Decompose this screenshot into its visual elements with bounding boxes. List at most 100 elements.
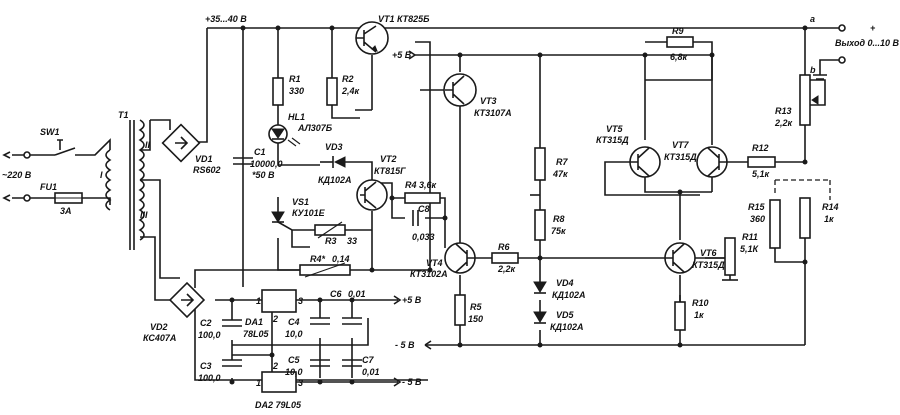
output-plus-label: +	[870, 23, 876, 33]
svg-text:R4 3,6к: R4 3,6к	[405, 180, 437, 190]
svg-text:33: 33	[347, 236, 357, 246]
svg-text:47к: 47к	[552, 169, 568, 179]
regulator-da2	[261, 371, 297, 393]
diode-vd5	[533, 311, 547, 324]
svg-text:R1: R1	[289, 74, 301, 84]
svg-text:II: II	[145, 140, 151, 150]
svg-text:2,2к: 2,2к	[497, 264, 516, 274]
thyristor-vs1	[271, 211, 285, 223]
junction-dots	[229, 25, 808, 385]
transistor-vt1	[355, 21, 389, 55]
resistor-r10	[674, 301, 686, 331]
svg-text:75к: 75к	[551, 226, 566, 236]
svg-text:АЛ307Б: АЛ307Б	[297, 123, 333, 133]
svg-text:КТ815Г: КТ815Г	[374, 166, 406, 176]
svg-text:R13: R13	[775, 106, 792, 116]
resistor-r12	[747, 156, 776, 168]
transistor-vt2	[356, 179, 388, 211]
svg-text:2: 2	[272, 361, 278, 371]
svg-text:VS1: VS1	[292, 197, 309, 207]
svg-text:C1: C1	[254, 147, 266, 157]
diode-vd4	[533, 281, 547, 294]
svg-text:78L05: 78L05	[243, 329, 270, 339]
bridge-vd1	[161, 123, 201, 163]
fuse-fu1	[54, 192, 83, 204]
resistor-r11	[722, 237, 738, 281]
svg-text:R12: R12	[752, 143, 769, 153]
svg-text:2,2к: 2,2к	[774, 118, 793, 128]
resistor-r4-star	[299, 262, 351, 278]
resistor-r7	[534, 147, 546, 181]
svg-text:VT3: VT3	[480, 96, 497, 106]
output-b-label: b	[810, 65, 816, 75]
transistor-vt4	[444, 242, 476, 274]
capacitor-c7	[342, 359, 362, 367]
potentiometer-r13	[799, 74, 819, 126]
mains-input	[2, 151, 31, 202]
svg-text:0,033: 0,033	[412, 232, 435, 242]
capacitor-c1	[233, 157, 253, 165]
svg-text:VT7: VT7	[672, 140, 690, 150]
svg-text:0,01: 0,01	[362, 367, 380, 377]
resistor-r15	[769, 199, 781, 249]
capacitor-c5	[310, 359, 330, 367]
svg-text:КТ315Д: КТ315Д	[596, 135, 629, 145]
svg-text:VT2: VT2	[380, 154, 397, 164]
minus5-label-bottom: - 5 В	[402, 377, 422, 387]
capacitor-c8	[412, 210, 419, 226]
svg-text:6,8к: 6,8к	[670, 52, 688, 62]
svg-text:1: 1	[256, 296, 261, 306]
resistor-r1	[272, 77, 284, 106]
svg-text:VD3: VD3	[325, 142, 343, 152]
svg-text:C7: C7	[362, 355, 374, 365]
svg-text:100,0: 100,0	[198, 330, 221, 340]
svg-text:0,14: 0,14	[332, 254, 350, 264]
svg-text:10000,0: 10000,0	[250, 159, 283, 169]
svg-text:5,1К: 5,1К	[740, 244, 760, 254]
svg-text:RS602: RS602	[193, 165, 221, 175]
supply-label: +35...40 В	[205, 14, 247, 24]
svg-text:VD5: VD5	[556, 310, 575, 320]
svg-text:1к: 1к	[824, 214, 834, 224]
svg-text:2: 2	[272, 314, 278, 324]
svg-text:R15: R15	[748, 202, 766, 212]
svg-text:R5: R5	[470, 302, 482, 312]
svg-text:R11: R11	[742, 232, 758, 242]
svg-text:2,4к: 2,4к	[341, 86, 360, 96]
svg-text:DA2 79L05: DA2 79L05	[255, 400, 302, 410]
svg-text:R6: R6	[498, 242, 510, 252]
labels: +35...40 В +5 В +5 В - 5 В - 5 В ~220 В …	[2, 14, 900, 410]
svg-text:C2: C2	[200, 318, 212, 328]
svg-text:3А: 3А	[60, 206, 72, 216]
svg-text:VD4: VD4	[556, 278, 574, 288]
bridge-vd2	[168, 281, 206, 319]
svg-text:3: 3	[298, 378, 303, 388]
svg-text:150: 150	[468, 314, 483, 324]
resistor-r5	[454, 294, 466, 326]
svg-text:VD2: VD2	[150, 322, 168, 332]
capacitor-c6	[342, 317, 362, 325]
svg-text:R7: R7	[556, 157, 568, 167]
resistor-r3	[314, 221, 346, 239]
output-terminals	[813, 24, 846, 80]
svg-text:VT5: VT5	[606, 124, 624, 134]
svg-text:R3: R3	[325, 236, 337, 246]
svg-text:VD1: VD1	[195, 154, 213, 164]
svg-text:C6: C6	[330, 289, 342, 299]
svg-text:360: 360	[750, 214, 765, 224]
svg-text:R10: R10	[692, 298, 709, 308]
svg-text:T1: T1	[118, 110, 129, 120]
svg-text:КТ315Д: КТ315Д	[664, 152, 697, 162]
svg-text:1к: 1к	[694, 310, 704, 320]
svg-text:R4*: R4*	[310, 254, 326, 264]
svg-text:VT4: VT4	[426, 258, 443, 268]
resistor-r8	[534, 209, 546, 241]
plus5-label-bottom: +5 В	[402, 295, 422, 305]
svg-text:C5: C5	[288, 355, 300, 365]
svg-text:*50 В: *50 В	[252, 170, 275, 180]
transformer-t1	[105, 119, 145, 250]
svg-text:КС407А: КС407А	[143, 333, 176, 343]
svg-text:C8: C8	[418, 204, 430, 214]
regulator-da1	[261, 289, 297, 313]
